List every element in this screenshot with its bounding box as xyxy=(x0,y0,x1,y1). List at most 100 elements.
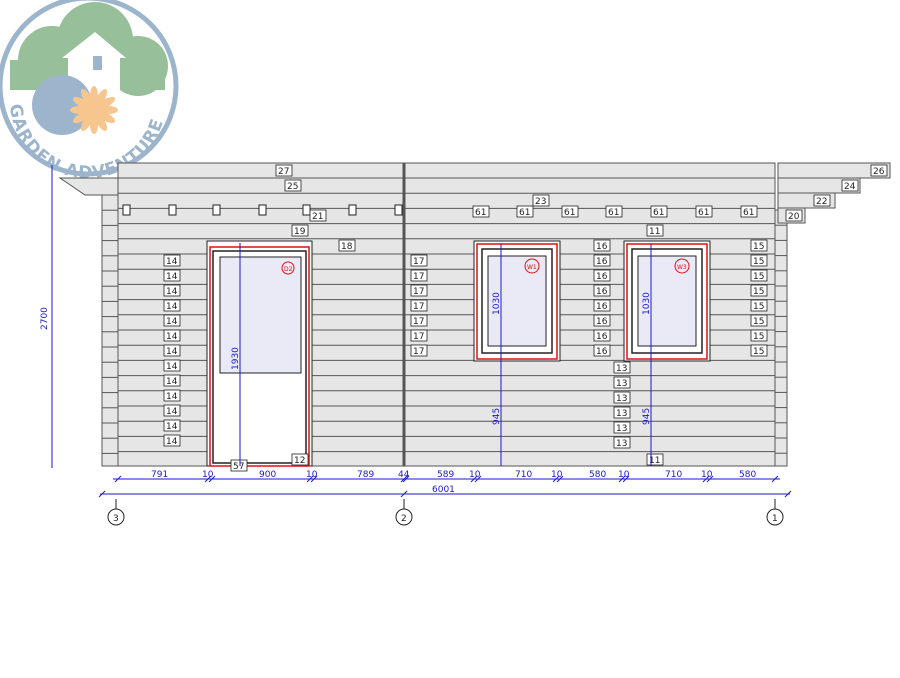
bottom-dim-tick xyxy=(306,475,314,483)
label-fascia-2-box xyxy=(841,179,859,192)
label-center-lower-4: 13 xyxy=(616,424,627,434)
label-roof-2: 25 xyxy=(287,182,298,192)
label-left-board-lower-4-box xyxy=(163,419,181,432)
label-left-board-4: 14 xyxy=(166,317,178,327)
bottom-dim-tick xyxy=(474,475,482,483)
roof-left-overhang xyxy=(58,177,119,196)
label-door-top-box xyxy=(338,239,356,252)
axis-marker-circle xyxy=(766,508,784,526)
label-left-board-4-box xyxy=(163,314,181,327)
label-lintel-right-box xyxy=(646,224,664,237)
label-mid-board-4: 16 xyxy=(596,317,608,327)
label-mid-board-1: 16 xyxy=(596,272,608,282)
label-mid-board-6: 16 xyxy=(596,347,608,357)
bottom-dim-14: 580 xyxy=(739,470,756,480)
overall-width-tick xyxy=(784,490,792,498)
label-fascia-3: 22 xyxy=(816,197,827,207)
label-purlin-right-3: 61 xyxy=(608,208,619,218)
label-right-board-3: 15 xyxy=(753,302,764,312)
bottom-dim-tick xyxy=(618,475,626,483)
bottom-dim-13: 10 xyxy=(701,470,713,480)
label-left-board-5-box xyxy=(163,329,181,342)
label-fascia-4-box xyxy=(785,209,803,222)
door-tag-circle xyxy=(281,261,295,275)
label-center-lower-1: 13 xyxy=(616,379,627,389)
label-right-board-5: 15 xyxy=(753,332,764,342)
bottom-dim-tick xyxy=(310,475,318,483)
bottom-dim-0: 791 xyxy=(151,470,168,480)
purlin-block xyxy=(258,204,267,216)
bottom-dim-12: 710 xyxy=(665,470,682,480)
label-door-bottom: 12 xyxy=(294,456,305,466)
axis-marker-3: 3 xyxy=(113,514,119,524)
label-purlin-right-5: 61 xyxy=(698,208,709,218)
label-left-board-lower-5-box xyxy=(163,434,181,447)
label-midleft-board-2: 17 xyxy=(413,287,424,297)
label-mid-board-top-box xyxy=(593,239,611,252)
bottom-dim-tick xyxy=(706,475,714,483)
house-icon xyxy=(62,32,126,58)
door-frame-red xyxy=(209,246,310,467)
label-right-board-1-box xyxy=(750,269,768,282)
bottom-dim-5: 44 xyxy=(398,470,410,480)
door-glass xyxy=(219,256,302,374)
window-w3-tag: W3 xyxy=(677,264,687,271)
label-lintel-left-box xyxy=(291,224,309,237)
label-center-roof-box xyxy=(532,194,550,207)
label-midleft-board-0-box xyxy=(410,254,428,267)
label-right-board-1: 15 xyxy=(753,272,764,282)
bottom-dim-tick xyxy=(402,475,410,483)
label-mid-board-5-box xyxy=(593,329,611,342)
label-midleft-board-3-box xyxy=(410,299,428,312)
window-w1-tag: W1 xyxy=(527,264,537,271)
label-purlin-right-2-box xyxy=(561,205,579,218)
purlin-block xyxy=(122,204,131,216)
label-fascia-3-box xyxy=(813,194,831,207)
label-purlin-right-4: 61 xyxy=(653,208,664,218)
sun-icon xyxy=(70,86,118,134)
label-mid-board-0-box xyxy=(593,254,611,267)
label-purlin-right-2: 61 xyxy=(564,208,575,218)
bottom-dim-7: 10 xyxy=(469,470,481,480)
label-right-bottom-box xyxy=(646,453,664,466)
label-mid-board-top: 16 xyxy=(596,242,608,252)
bottom-dim-1: 10 xyxy=(202,470,214,480)
label-mid-board-1-box xyxy=(593,269,611,282)
label-roof-2-box xyxy=(284,179,302,192)
label-midleft-board-1: 17 xyxy=(413,272,424,282)
window-w3-tag-circle xyxy=(674,258,690,274)
label-fascia-1: 26 xyxy=(873,167,885,177)
window-w1-frame-red xyxy=(476,243,558,360)
bottom-dim-tick xyxy=(622,475,630,483)
label-left-board-2: 14 xyxy=(166,287,178,297)
bottom-dim-2: 900 xyxy=(259,470,276,480)
w3-dim-text: 1030 xyxy=(642,292,652,315)
label-left-board-lower-1-box xyxy=(163,374,181,387)
bottom-dim-8: 710 xyxy=(515,470,532,480)
house-window xyxy=(93,56,102,70)
label-left-board-lower-3-box xyxy=(163,404,181,417)
window-w3-frame-red xyxy=(626,243,708,360)
label-purlin-right-6: 61 xyxy=(743,208,754,218)
overall-width-tick xyxy=(98,490,106,498)
label-fascia-4: 20 xyxy=(788,212,800,222)
corner-left xyxy=(101,194,119,467)
label-left-board-6-box xyxy=(163,344,181,357)
label-midleft-board-6-box xyxy=(410,344,428,357)
label-left-board-1-box xyxy=(163,269,181,282)
bottom-dim-tick xyxy=(470,475,478,483)
label-right-bottom: 11 xyxy=(649,456,660,466)
door-dim-text: 1930 xyxy=(231,347,241,370)
bottom-dim-4: 789 xyxy=(357,470,374,480)
label-mid-board-3: 16 xyxy=(596,302,608,312)
bottom-dim-6: 589 xyxy=(437,470,454,480)
label-right-board-6-box xyxy=(750,344,768,357)
bottom-dim-9: 10 xyxy=(551,470,563,480)
bottom-dim-tick xyxy=(204,475,212,483)
label-left-board-lower-5: 14 xyxy=(166,437,178,447)
label-mid-board-0: 16 xyxy=(596,257,608,267)
label-roof-top-box xyxy=(275,164,293,177)
bottom-dim-tick xyxy=(114,475,122,483)
purlin-block xyxy=(394,204,403,216)
